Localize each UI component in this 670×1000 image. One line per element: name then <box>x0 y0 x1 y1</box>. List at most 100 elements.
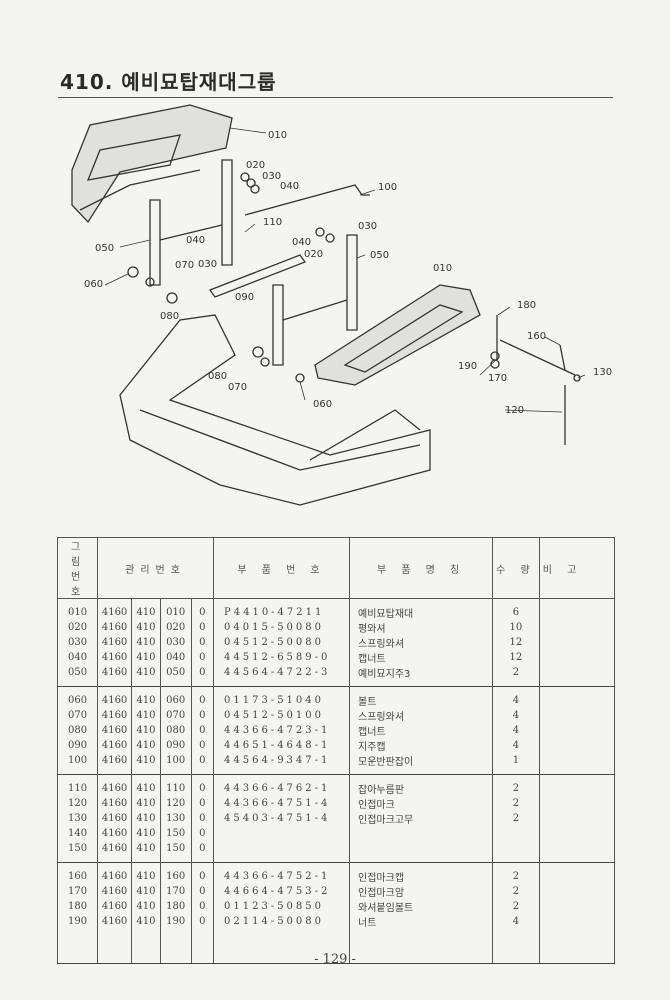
cell-d: 0 <box>190 774 215 796</box>
cell-c: 060 <box>159 686 192 708</box>
cell-qty: 2 <box>492 665 540 687</box>
callout-label: 080 <box>208 371 227 382</box>
cell-d: 0 <box>190 598 215 620</box>
cell-c: 010 <box>159 598 192 620</box>
cell-b: 410 <box>131 738 161 753</box>
callout-label: 060 <box>84 279 103 290</box>
cell-fig: 180 <box>56 899 99 914</box>
cell-rem <box>538 686 616 708</box>
callout-label: 020 <box>304 249 323 260</box>
callout-label: 020 <box>246 160 265 171</box>
cell-rem <box>538 811 616 826</box>
cell-part: 44651-4648-1 <box>212 738 351 753</box>
cell-name: 모운반판잡이 <box>349 753 494 775</box>
cell-b: 410 <box>131 899 161 914</box>
cell-c: 180 <box>159 899 192 914</box>
callout-label: 040 <box>186 235 205 246</box>
cell-b: 410 <box>131 811 161 826</box>
cell-rem <box>538 665 616 687</box>
cell-part: 44564-9347-1 <box>212 753 351 775</box>
cell-name: 지주캡 <box>349 738 494 753</box>
header-fig-no: 그 림 번 호 <box>56 537 99 599</box>
cell-rem <box>538 774 616 796</box>
cell-qty: 4 <box>492 738 540 753</box>
cell-c: 160 <box>159 862 192 884</box>
cell-fig: 060 <box>56 686 99 708</box>
cell-c: 150 <box>159 841 192 863</box>
cell-a: 4160 <box>97 598 133 620</box>
cell-c: 150 <box>159 826 192 841</box>
cell-qty: 2 <box>492 796 540 811</box>
callout-label: 010 <box>268 130 287 141</box>
cell-b: 410 <box>131 774 161 796</box>
cell-d: 0 <box>190 914 215 935</box>
cell-a: 4160 <box>97 723 133 738</box>
cell-qty: 4 <box>492 686 540 708</box>
cell-rem <box>538 723 616 738</box>
cell-a: 4160 <box>97 774 133 796</box>
header-part-name: 부 품 명 칭 <box>349 537 494 599</box>
cell-part: P4410-47211 <box>212 598 351 620</box>
cell-name: 인접마크캡 <box>349 862 494 884</box>
cell-name: 와셔붙임볼트 <box>349 899 494 914</box>
callout-label: 070 <box>175 260 194 271</box>
cell-name <box>349 841 494 863</box>
cell-d: 0 <box>190 826 215 841</box>
header-part-no: 부 품 번 호 <box>212 537 351 599</box>
cell-d: 0 <box>190 899 215 914</box>
callout-label: 060 <box>313 399 332 410</box>
cell-fig: 020 <box>56 620 99 635</box>
cell-fig: 010 <box>56 598 99 620</box>
cell-empty <box>349 935 494 964</box>
cell-rem <box>538 884 616 899</box>
cell-d: 0 <box>190 862 215 884</box>
cell-a: 4160 <box>97 650 133 665</box>
cell-name: 인접마크 <box>349 796 494 811</box>
callout-label: 030 <box>262 171 281 182</box>
cell-fig: 140 <box>56 826 99 841</box>
cell-qty <box>492 841 540 863</box>
cell-fig: 190 <box>56 914 99 935</box>
cell-fig: 150 <box>56 841 99 863</box>
cell-c: 020 <box>159 620 192 635</box>
cell-part: 04512-50100 <box>212 708 351 723</box>
callout-label: 100 <box>378 182 397 193</box>
cell-d: 0 <box>190 665 215 687</box>
cell-c: 030 <box>159 635 192 650</box>
cell-name: 예비묘지주3 <box>349 665 494 687</box>
cell-rem <box>538 899 616 914</box>
callout-labels: 010 020 030 040 100 110 030 040 040 020 … <box>84 130 612 416</box>
cell-empty <box>97 935 133 964</box>
cell-qty: 4 <box>492 914 540 935</box>
cell-name: 잡아누름판 <box>349 774 494 796</box>
cell-qty: 6 <box>492 598 540 620</box>
cell-fig: 130 <box>56 811 99 826</box>
cell-rem <box>538 635 616 650</box>
cell-part: 44512-6589-0 <box>212 650 351 665</box>
cell-b: 410 <box>131 862 161 884</box>
cell-b: 410 <box>131 598 161 620</box>
callout-label: 160 <box>527 331 546 342</box>
cell-d: 0 <box>190 884 215 899</box>
cell-part: 44366-4752-1 <box>212 862 351 884</box>
cell-rem <box>538 796 616 811</box>
callout-label: 080 <box>160 311 179 322</box>
cell-d: 0 <box>190 841 215 863</box>
cell-b: 410 <box>131 826 161 841</box>
cell-a: 4160 <box>97 884 133 899</box>
cell-empty <box>56 935 99 964</box>
cell-fig: 110 <box>56 774 99 796</box>
cell-a: 4160 <box>97 686 133 708</box>
cell-qty: 12 <box>492 635 540 650</box>
cell-a: 4160 <box>97 738 133 753</box>
cell-c: 070 <box>159 708 192 723</box>
cell-c: 100 <box>159 753 192 775</box>
cell-fig: 070 <box>56 708 99 723</box>
header-mgmt-no: 관리번호 <box>97 537 214 599</box>
callout-label: 180 <box>517 300 536 311</box>
